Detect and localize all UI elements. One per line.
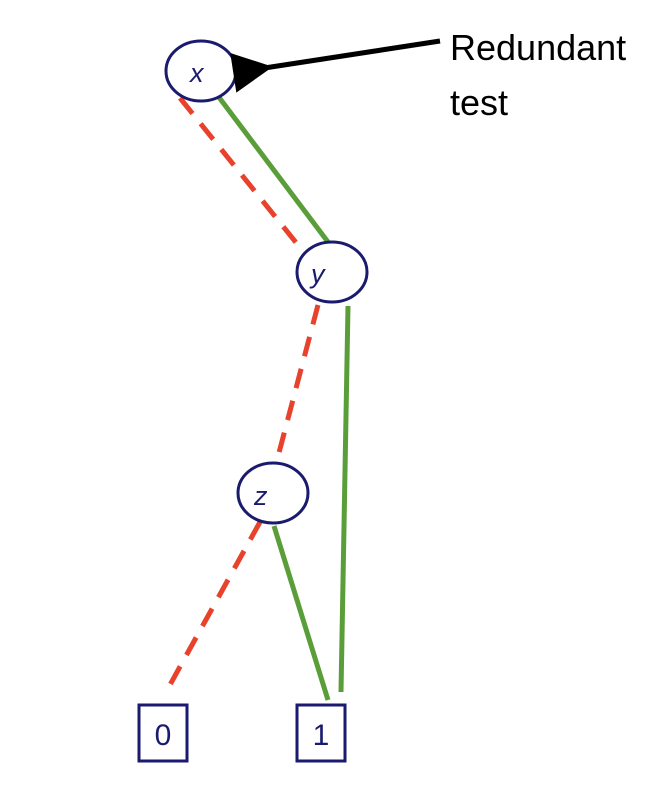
terminal-zero: 0 [137, 703, 189, 763]
node-y-label: y [309, 259, 326, 289]
node-x: x [164, 39, 238, 103]
terminal-zero-box [137, 703, 189, 763]
edge-x-y-high [216, 94, 330, 244]
annotation-arrow [230, 38, 441, 93]
terminal-one: 1 [295, 703, 347, 763]
annotation-line-2: test [450, 82, 508, 123]
edge-y-one-high [338, 305, 351, 693]
edge-z-one-high [271, 525, 331, 701]
annotation-line-1: Redundant [450, 27, 626, 68]
node-x-label: x [188, 58, 205, 88]
terminal-one-label: 1 [313, 719, 330, 752]
node-z: z [236, 461, 310, 525]
edge-y-z-low [273, 304, 321, 465]
terminal-one-box [295, 703, 347, 763]
terminal-zero-label: 0 [155, 719, 172, 752]
edge-x-y-low [178, 96, 304, 252]
edge-z-zero-low [163, 520, 263, 694]
node-z-label: z [253, 481, 268, 511]
node-y: y [295, 240, 369, 304]
node-z-circle [236, 461, 310, 525]
node-y-circle [295, 240, 369, 304]
